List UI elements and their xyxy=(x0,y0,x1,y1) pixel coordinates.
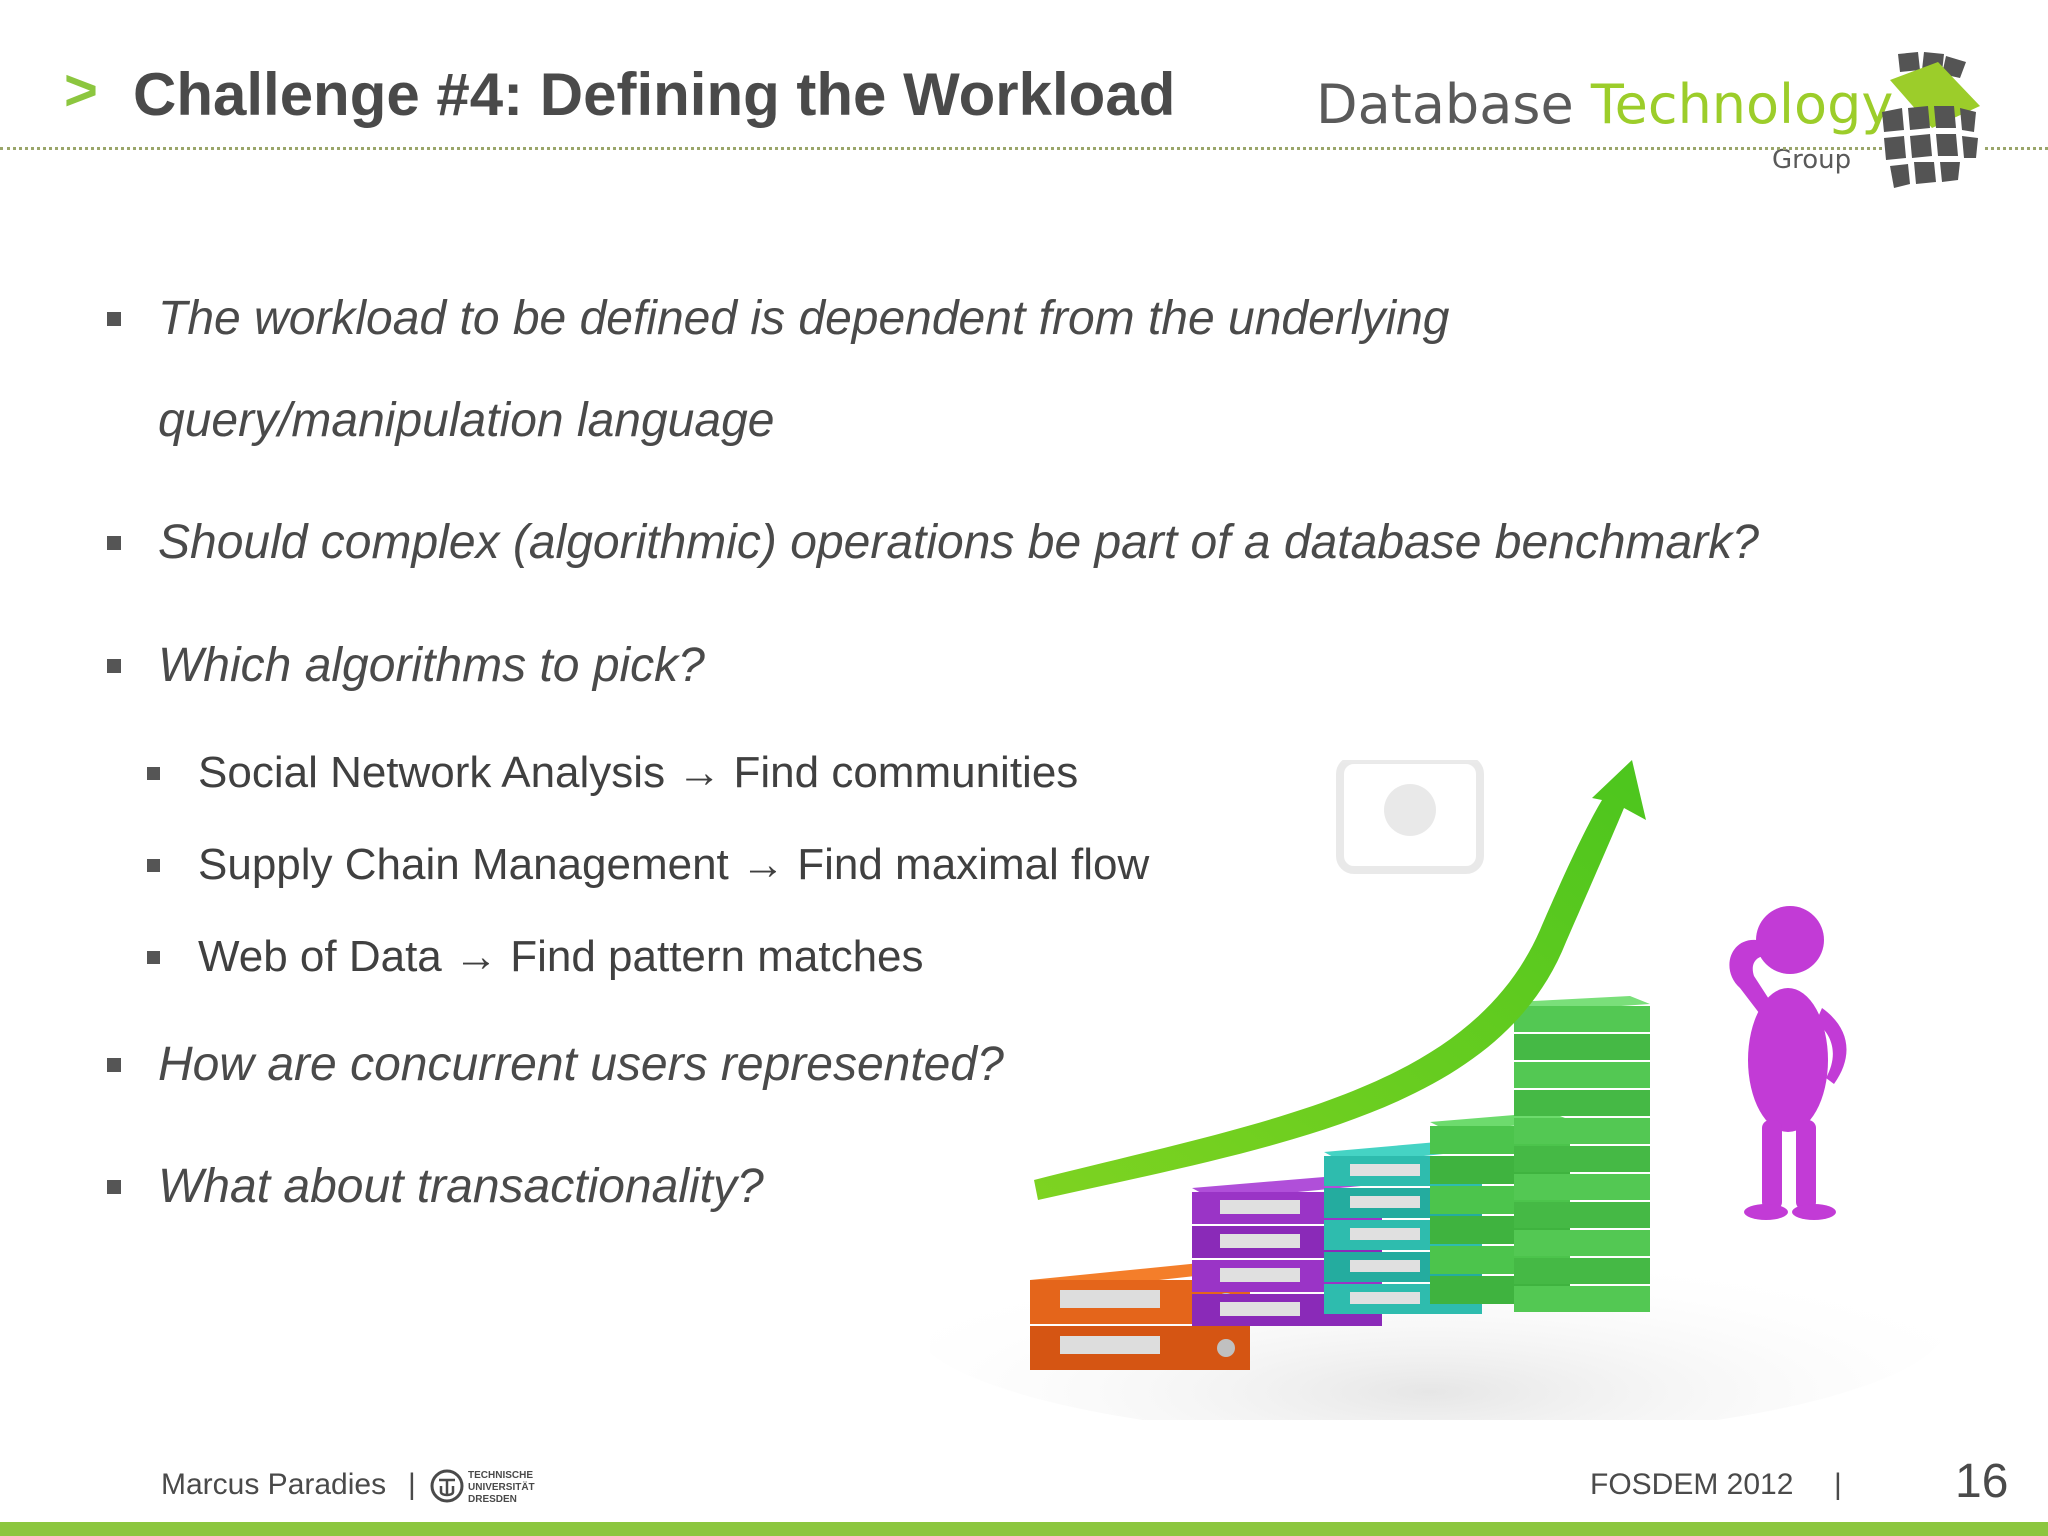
page-number: 16 xyxy=(1955,1455,2009,1508)
thinking-figure-icon xyxy=(1729,906,1847,1220)
footer-event: FOSDEM 2012 xyxy=(1590,1468,1794,1501)
bullet-square-icon xyxy=(107,536,121,550)
footer-separator: | xyxy=(408,1468,416,1501)
bullet-item: How are concurrent users represented? xyxy=(107,1014,1158,1116)
sub-bullet-text: Social Network Analysis → Find communiti… xyxy=(198,748,1079,797)
sub-bullet-item: Web of Data → Find pattern matches xyxy=(147,931,924,984)
bullet-square-icon xyxy=(107,659,121,673)
footer-accent-bar xyxy=(0,1522,2048,1536)
header-divider-right xyxy=(1985,147,2048,150)
footer-separator: | xyxy=(1834,1468,1842,1501)
bullet-item: The workload to be defined is dependent … xyxy=(107,268,1858,472)
binder-stack-green-tall xyxy=(1514,996,1650,1312)
bullet-square-icon xyxy=(107,1180,121,1194)
sub-bullet-text: Web of Data → Find pattern matches xyxy=(198,932,924,981)
brand-wordmark: Database Technology xyxy=(1316,78,1893,132)
footer-author: Marcus Paradies xyxy=(161,1468,387,1501)
bullet-text-line: What about transactionality? xyxy=(158,1160,764,1213)
bullet-item: Should complex (algorithmic) operations … xyxy=(107,492,2008,594)
bullet-item: What about transactionality? xyxy=(107,1136,1058,1238)
binder-stack-green-mid xyxy=(1430,1112,1570,1304)
tu-logo-line: TECHNISCHE xyxy=(468,1470,533,1481)
sub-bullet-square-icon xyxy=(147,767,160,780)
title-chevron-icon: > xyxy=(64,58,98,123)
brand-word-group: Group xyxy=(1772,145,1852,175)
sub-bullet-square-icon xyxy=(147,859,160,872)
bullet-text-line: Which algorithms to pick? xyxy=(158,639,705,692)
slide-title: Challenge #4: Defining the Workload xyxy=(133,61,1176,128)
bullet-square-icon xyxy=(107,312,121,326)
bullet-item: Which algorithms to pick? xyxy=(107,615,1358,717)
growth-binders-illustration xyxy=(930,760,1950,1420)
sub-bullet-item: Social Network Analysis → Find communiti… xyxy=(147,747,1079,800)
sub-bullet-text: Supply Chain Management → Find maximal f… xyxy=(198,840,1150,889)
sub-bullet-square-icon xyxy=(147,951,160,964)
watermark-camera-icon xyxy=(1336,760,1484,874)
bullet-square-icon xyxy=(107,1058,121,1072)
growth-arrow-icon xyxy=(1034,760,1646,1200)
tu-logo-line: DRESDEN xyxy=(468,1494,517,1505)
brand-word-database: Database xyxy=(1316,73,1574,136)
bullet-text-line: How are concurrent users represented? xyxy=(158,1038,1004,1091)
bullet-text-line: Should complex (algorithmic) operations … xyxy=(158,516,1759,569)
tu-logo-line: UNIVERSITÄT xyxy=(468,1480,535,1493)
tu-dresden-logo-icon: TECHNISCHE UNIVERSITÄT DRESDEN xyxy=(430,1469,535,1505)
bullet-text-line: query/manipulation language xyxy=(158,394,775,447)
header-divider xyxy=(0,147,1882,150)
brand-word-technology: Technology xyxy=(1590,73,1894,136)
sub-bullet-item: Supply Chain Management → Find maximal f… xyxy=(147,839,1150,892)
database-technology-logo-icon xyxy=(1882,52,1980,188)
bullet-text-line: The workload to be defined is dependent … xyxy=(158,292,1450,345)
